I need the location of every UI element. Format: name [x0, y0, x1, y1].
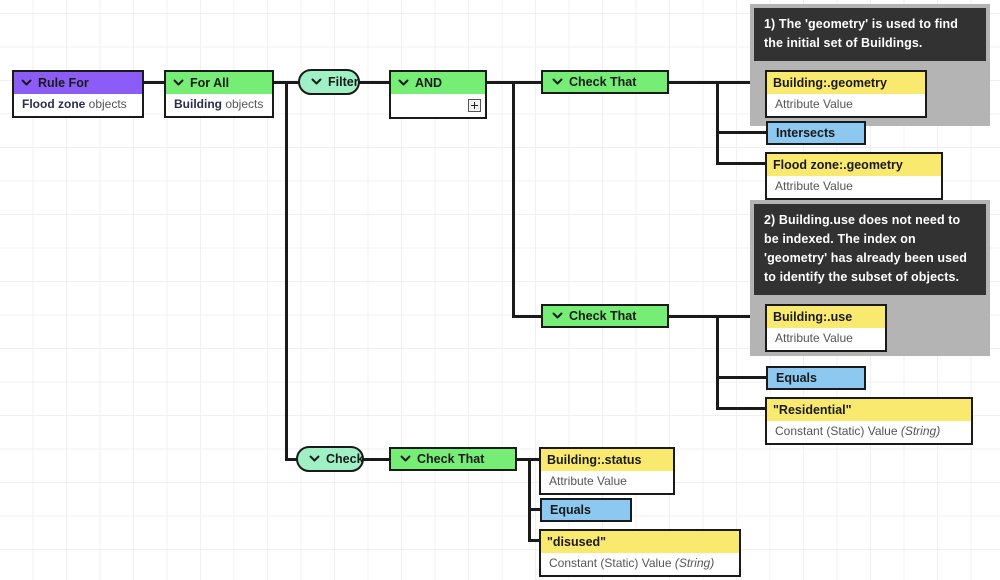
node-rule-for[interactable]: Rule For Flood zone objects: [12, 70, 144, 118]
connector-and-to-check2: [512, 315, 544, 318]
chevron-down-icon[interactable]: [310, 75, 323, 88]
connector-check1-intersects: [716, 131, 768, 134]
chevron-down-icon[interactable]: [20, 76, 33, 89]
node-floodzone-geometry-subtitle: Attribute Value: [767, 176, 941, 198]
node-building-status[interactable]: Building:.status Attribute Value: [539, 447, 675, 495]
chevron-down-icon[interactable]: [551, 75, 564, 88]
node-building-geometry-header[interactable]: Building:.geometry: [767, 72, 925, 94]
connector-check3-vertical: [528, 458, 531, 542]
node-building-use[interactable]: Building:.use Attribute Value: [765, 304, 887, 352]
node-equals-1[interactable]: Equals: [766, 366, 866, 390]
node-for-all-subtitle: Building objects: [166, 94, 272, 116]
connector-check3-equals: [528, 508, 542, 511]
node-rule-for-subject-suffix: objects: [85, 97, 127, 111]
chevron-down-icon[interactable]: [397, 76, 410, 89]
connector-check-checkthat3: [362, 458, 390, 461]
node-building-geometry[interactable]: Building:.geometry Attribute Value: [765, 70, 927, 118]
node-disused-subtitle: Constant (Static) Value (String): [541, 553, 739, 575]
chevron-down-icon[interactable]: [172, 76, 185, 89]
node-check[interactable]: Check: [296, 446, 364, 472]
node-building-use-title: Building:.use: [773, 310, 853, 324]
node-disused-header[interactable]: "disused": [541, 531, 739, 553]
node-check-that-2[interactable]: Check That: [541, 304, 669, 328]
node-for-all-title: For All: [190, 76, 230, 90]
node-rule-for-title: Rule For: [38, 76, 89, 90]
connector-check3-disused: [528, 539, 542, 542]
node-and-title: AND: [415, 76, 443, 90]
node-and-body: [391, 94, 485, 117]
node-for-all-header[interactable]: For All: [166, 72, 272, 94]
node-building-geometry-title: Building:.geometry: [773, 76, 887, 90]
connector-forall-vertical: [285, 81, 288, 460]
node-residential-subtitle-a: Constant (Static) Value: [775, 424, 901, 438]
node-residential-header[interactable]: "Residential": [767, 399, 971, 421]
node-building-status-title: Building:.status: [547, 453, 642, 467]
node-check-that-2-label: Check That: [569, 309, 637, 323]
node-residential-title: "Residential": [773, 403, 852, 417]
connector-filter-and: [358, 81, 391, 84]
node-residential-subtitle-type: (String): [900, 424, 941, 438]
node-disused-title: "disused": [547, 535, 607, 549]
node-disused-constant[interactable]: "disused" Constant (Static) Value (Strin…: [539, 529, 741, 577]
node-equals-2[interactable]: Equals: [540, 498, 632, 522]
node-for-all-subject-suffix: objects: [222, 97, 264, 111]
node-building-status-header[interactable]: Building:.status: [541, 449, 673, 471]
connector-check2-equals: [716, 376, 768, 379]
connector-and-vertical: [512, 81, 515, 317]
node-intersects[interactable]: Intersects: [766, 121, 866, 145]
node-building-use-header[interactable]: Building:.use: [767, 306, 885, 328]
node-disused-subtitle-a: Constant (Static) Value: [549, 556, 675, 570]
node-intersects-label: Intersects: [776, 126, 836, 140]
node-floodzone-geometry[interactable]: Flood zone:.geometry Attribute Value: [765, 152, 943, 200]
chevron-down-icon[interactable]: [551, 309, 564, 322]
connector-rulefor-forall: [143, 81, 165, 84]
node-building-geometry-subtitle: Attribute Value: [767, 94, 925, 116]
node-for-all[interactable]: For All Building objects: [164, 70, 274, 118]
annotation-note-1: 1) The 'geometry' is used to find the in…: [754, 8, 986, 61]
node-rule-for-header[interactable]: Rule For: [14, 72, 142, 94]
node-equals-1-label: Equals: [776, 371, 817, 385]
connector-check1-floodzone: [716, 162, 768, 165]
node-check-that-1-label: Check That: [569, 75, 637, 89]
node-building-use-subtitle: Attribute Value: [767, 328, 885, 350]
node-floodzone-geometry-title: Flood zone:.geometry: [773, 158, 903, 172]
node-building-status-subtitle: Attribute Value: [541, 471, 673, 493]
node-rule-for-subtitle: Flood zone objects: [14, 94, 142, 116]
node-check-that-1[interactable]: Check That: [541, 70, 669, 94]
connector-check1-vertical: [716, 81, 719, 165]
node-filter[interactable]: Filter: [298, 69, 360, 95]
connector-check2-vertical: [716, 315, 719, 409]
node-check-that-3[interactable]: Check That: [389, 447, 517, 471]
node-equals-2-label: Equals: [550, 503, 591, 517]
node-residential-constant[interactable]: "Residential" Constant (Static) Value (S…: [765, 397, 973, 445]
node-floodzone-geometry-header[interactable]: Flood zone:.geometry: [767, 154, 941, 176]
plus-icon[interactable]: [468, 99, 481, 112]
node-residential-subtitle: Constant (Static) Value (String): [767, 421, 971, 443]
chevron-down-icon[interactable]: [399, 452, 412, 465]
connector-check2-residential: [716, 407, 768, 410]
node-and-header[interactable]: AND: [391, 72, 485, 94]
node-for-all-subject: Building: [174, 97, 222, 111]
node-check-that-3-label: Check That: [417, 452, 485, 466]
node-disused-subtitle-type: (String): [674, 556, 715, 570]
node-rule-for-subject: Flood zone: [22, 97, 86, 111]
chevron-down-icon[interactable]: [308, 452, 321, 465]
node-and[interactable]: AND: [389, 70, 487, 119]
node-check-label: Check: [326, 452, 364, 466]
annotation-note-2: 2) Building.use does not need to be inde…: [754, 204, 986, 295]
node-filter-label: Filter: [328, 75, 359, 89]
